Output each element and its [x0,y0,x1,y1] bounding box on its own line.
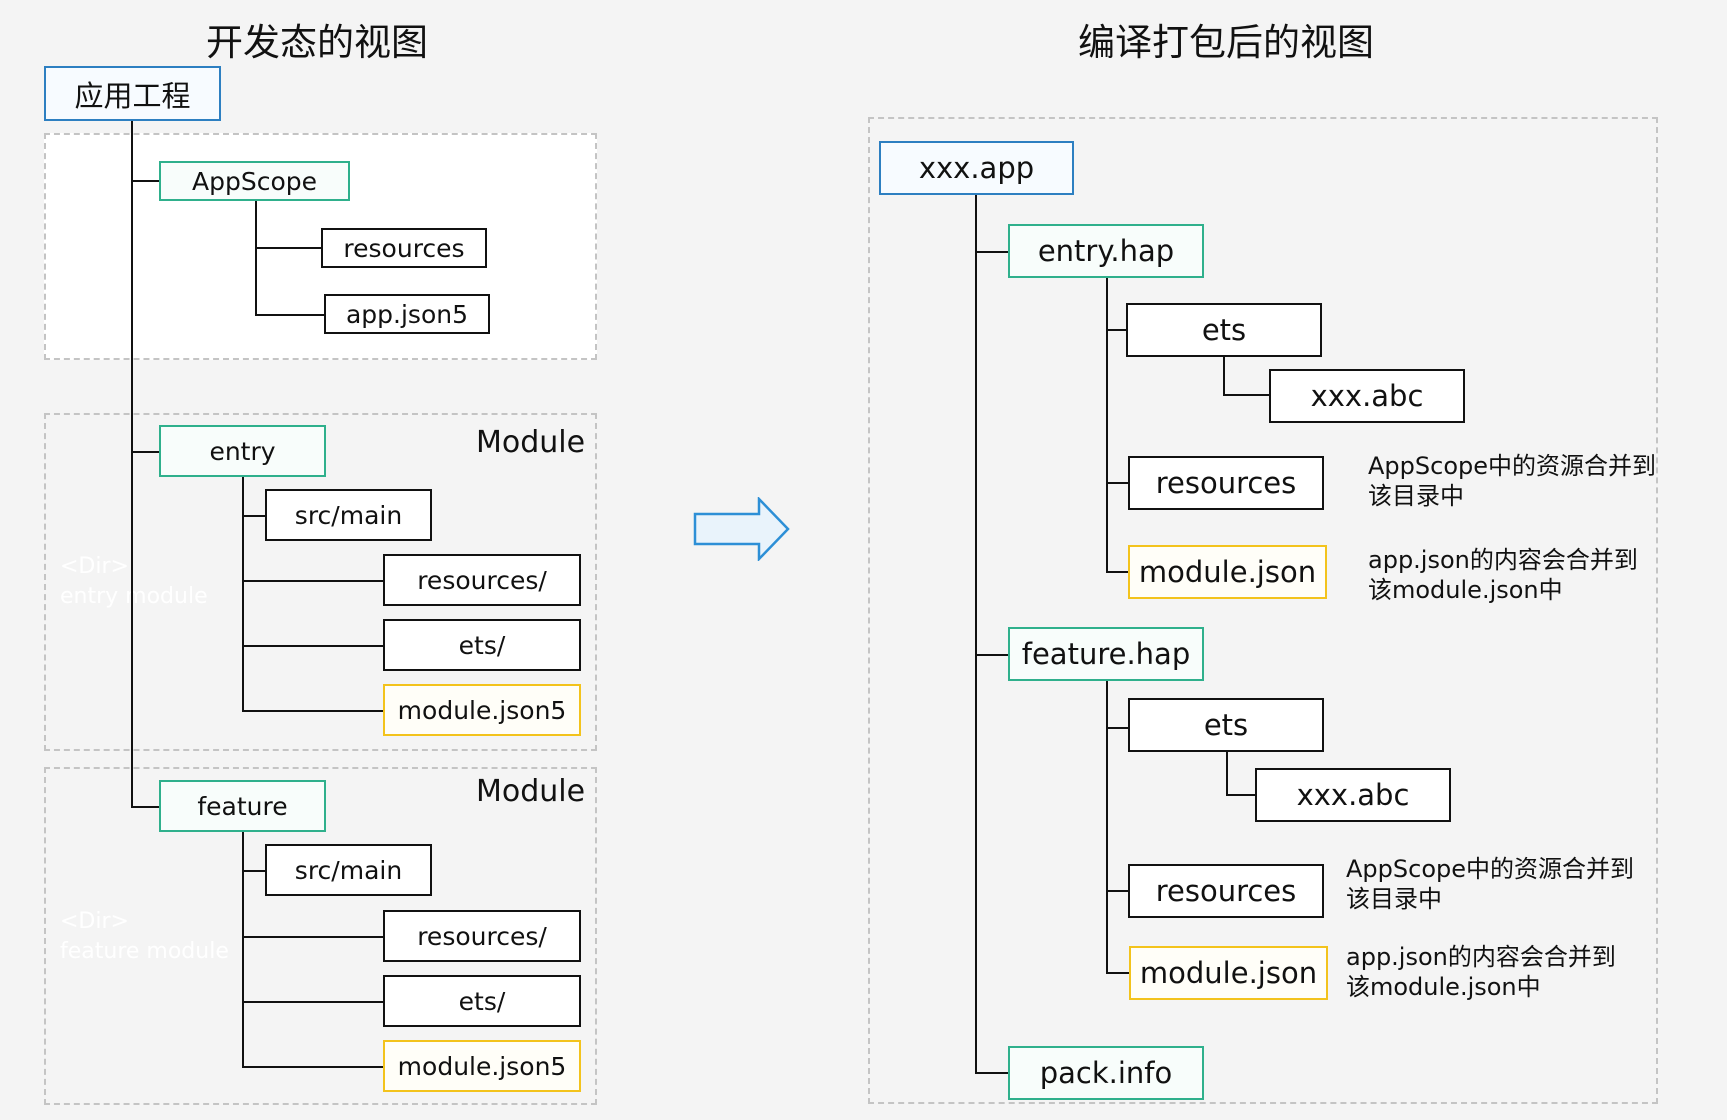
right-arrow-icon [693,497,790,561]
tree-line [975,251,1009,253]
feature-dir-tag: <Dir> [60,909,129,934]
tree-line [1223,394,1270,396]
entry-module-json5-node: module.json5 [383,684,581,736]
entry-ets-dir-node: ets [1126,303,1322,357]
feature-node: feature [159,780,326,832]
right-title: 编译打包后的视图 [1078,21,1374,64]
feature-module-label: Module [476,774,586,809]
app-json5-node: app.json5 [324,294,490,334]
entry-dir-name: entry module [60,584,208,609]
tree-line [1106,571,1129,573]
tree-line [255,247,322,249]
tree-line [242,710,384,712]
feature-resources-dir-node: resources [1128,864,1324,918]
entry-abc-file-node: xxx.abc [1269,369,1465,423]
appscope-node: AppScope [159,161,350,201]
tree-line [1226,750,1228,796]
tree-line [242,936,384,938]
feature-resources-node: resources/ [383,910,581,962]
appscope-resources-node: resources [321,228,487,268]
tree-line [1106,890,1129,892]
feature-dir-name: feature module [60,939,229,964]
tree-line [242,477,244,712]
entry-node: entry [159,425,326,477]
entry-src-main-node: src/main [265,489,432,541]
tree-line [131,451,160,453]
tree-line [1106,482,1129,484]
entry-resources-node: resources/ [383,554,581,606]
tree-line [242,1001,384,1003]
tree-line [975,193,977,1074]
tree-line [975,654,1009,656]
feature-src-main-node: src/main [265,844,432,896]
tree-line [975,1072,1009,1074]
left-title: 开发态的视图 [206,21,428,64]
tree-line [242,645,384,647]
entry-module-label: Module [476,425,586,460]
app-file-node: xxx.app [879,141,1074,195]
entry-resources-dir-node: resources [1128,456,1324,510]
tree-line [242,1066,384,1068]
root-project-node: 应用工程 [44,66,221,121]
feature-ets-node: ets/ [383,975,581,1027]
tree-line [1226,794,1256,796]
tree-line [131,180,160,182]
feature-hap-node: feature.hap [1008,627,1204,681]
entry-dir-tag: <Dir> [60,554,129,579]
feature-resources-note: AppScope中的资源合并到该目录中 [1346,855,1634,913]
feature-module-json5-node: module.json5 [383,1040,581,1092]
tree-line [1106,329,1127,331]
tree-line [255,200,257,316]
tree-line [255,314,325,316]
entry-module-region [44,413,597,751]
feature-module-json-node: module.json [1129,946,1328,1000]
feature-module-region [44,767,597,1105]
feature-module-note: app.json的内容会合并到该module.json中 [1346,943,1616,1001]
tree-line [1106,972,1130,974]
tree-line [131,806,160,808]
tree-line [1106,727,1129,729]
tree-line [1223,355,1225,396]
tree-line [242,515,266,517]
tree-line [242,580,384,582]
tree-line [1106,679,1108,974]
entry-module-note: app.json的内容会合并到该module.json中 [1368,546,1638,604]
entry-hap-node: entry.hap [1008,224,1204,278]
tree-line [1106,277,1108,573]
entry-module-json-node: module.json [1128,545,1327,599]
tree-line [131,119,133,808]
entry-ets-node: ets/ [383,619,581,671]
feature-abc-file-node: xxx.abc [1255,768,1451,822]
app-package-region [868,117,1658,1104]
entry-resources-note: AppScope中的资源合并到该目录中 [1368,452,1656,510]
feature-ets-dir-node: ets [1128,698,1324,752]
tree-line [242,870,266,872]
tree-line [242,832,244,1068]
pack-info-node: pack.info [1008,1046,1204,1100]
